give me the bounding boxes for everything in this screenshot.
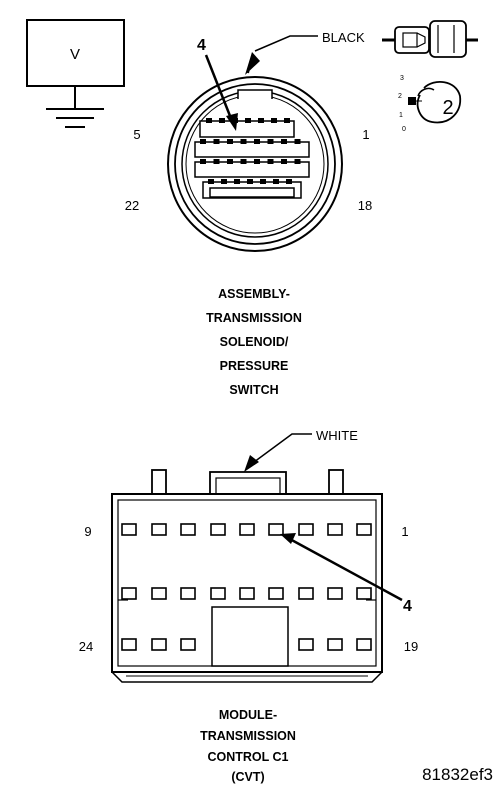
solenoid-caption-line-2: TRANSMISSION [206, 311, 302, 325]
solenoid-terminal-tooth [260, 179, 266, 184]
solenoid-terminal-tooth [286, 179, 292, 184]
solenoid-terminal-tooth [213, 139, 220, 144]
solenoid-terminal-tooth [254, 159, 260, 164]
solenoid-terminal-tooth [206, 118, 212, 123]
solenoid-pin-1: 1 [362, 127, 369, 142]
solenoid-pin-18: 18 [358, 198, 372, 213]
switch-icon-number: 2 [442, 97, 453, 119]
solenoid-connector [167, 35, 343, 252]
module-wire-color: WHITE [316, 428, 358, 443]
module-pin-1: 1 [401, 524, 408, 539]
solenoid-terminal-tooth [221, 179, 227, 184]
solenoid-terminal-tooth [245, 118, 251, 123]
voltmeter-label: V [70, 46, 80, 63]
solenoid-terminal-tooth [281, 159, 287, 164]
solenoid-wire-color: BLACK [322, 30, 365, 45]
pin-cavity [298, 587, 314, 600]
solenoid-terminal-block [194, 118, 310, 199]
pin-cavity [327, 587, 343, 600]
pin-cavity [356, 638, 372, 651]
figure-id: 81832ef3 [422, 765, 493, 784]
solenoid-terminal-tooth [240, 139, 247, 144]
module-callout-number: 4 [403, 598, 412, 615]
solenoid-terminal-tooth [267, 139, 274, 144]
solenoid-terminal-tooth [258, 118, 264, 123]
solenoid-terminal-tooth [267, 159, 274, 164]
pin-cavity [268, 587, 284, 600]
ground-icon [46, 108, 104, 128]
pin-cavity [121, 523, 137, 536]
pin-cavity [210, 587, 226, 600]
module-connector [111, 469, 383, 683]
solenoid-terminal-tooth [240, 159, 247, 164]
module-caption-line-4: (CVT) [231, 770, 264, 784]
solenoid-caption-line-1: ASSEMBLY- [218, 287, 290, 301]
pin-cavity [121, 587, 137, 600]
solenoid-terminal-tooth [200, 139, 206, 144]
switch-position-0: 0 [402, 126, 406, 133]
pin-cavity [121, 638, 137, 651]
solenoid-pin-22: 22 [125, 198, 139, 213]
switch-position-icon: 3 2 1 0 2 [398, 75, 462, 133]
solenoid-terminal-tooth [284, 118, 290, 123]
solenoid-caption-line-3: SOLENOID/ [220, 335, 289, 349]
pin-cavity [180, 638, 196, 651]
pin-cavity [151, 523, 167, 536]
solenoid-terminal-tooth [281, 139, 287, 144]
module-caption-line-3: CONTROL C1 [207, 750, 288, 764]
connector-plug-icon [382, 20, 478, 58]
pin-cavity [239, 523, 255, 536]
module-caption: MODULE- TRANSMISSION CONTROL C1 (CVT) [200, 708, 296, 784]
solenoid-caption-line-4: PRESSURE [220, 359, 289, 373]
pin-cavity [268, 523, 284, 536]
module-pin-grid [121, 523, 372, 651]
solenoid-terminal-tooth [219, 118, 225, 123]
module-caption-line-1: MODULE- [219, 708, 277, 722]
solenoid-terminal-tooth [200, 159, 206, 164]
solenoid-terminal-tooth [247, 179, 253, 184]
solenoid-terminal-tooth [294, 139, 301, 144]
switch-position-1: 1 [399, 112, 403, 119]
solenoid-terminal-tooth [271, 118, 277, 123]
pin-cavity [210, 523, 226, 536]
solenoid-callout-number: 4 [197, 37, 206, 54]
solenoid-terminal-tooth [227, 159, 233, 164]
solenoid-caption: ASSEMBLY- TRANSMISSION SOLENOID/ PRESSUR… [206, 287, 302, 397]
module-pin-9: 9 [84, 524, 91, 539]
pin-cavity [239, 587, 255, 600]
pin-cavity [356, 523, 372, 536]
module-pin-24: 24 [79, 639, 93, 654]
switch-position-3: 3 [400, 75, 404, 82]
solenoid-pin-5: 5 [133, 127, 140, 142]
pin-cavity [151, 638, 167, 651]
solenoid-terminal-tooth [213, 159, 220, 164]
solenoid-caption-line-5: SWITCH [229, 383, 278, 397]
module-pin-19: 19 [404, 639, 418, 654]
solenoid-terminal-tooth [254, 139, 260, 144]
solenoid-terminal-tooth [273, 179, 279, 184]
solenoid-terminal-tooth [208, 179, 214, 184]
solenoid-terminal-tooth [227, 139, 233, 144]
pin-cavity [298, 638, 314, 651]
switch-position-2: 2 [398, 93, 402, 100]
pin-cavity [180, 587, 196, 600]
pin-cavity [298, 523, 314, 536]
voltmeter-symbol: V [26, 19, 125, 128]
solenoid-terminal-tooth [294, 159, 301, 164]
pin-cavity [151, 587, 167, 600]
pin-cavity [327, 638, 343, 651]
module-caption-line-2: TRANSMISSION [200, 729, 296, 743]
pin-cavity [356, 587, 372, 600]
pin-cavity [180, 523, 196, 536]
pin-cavity [327, 523, 343, 536]
solenoid-terminal-tooth [234, 179, 240, 184]
